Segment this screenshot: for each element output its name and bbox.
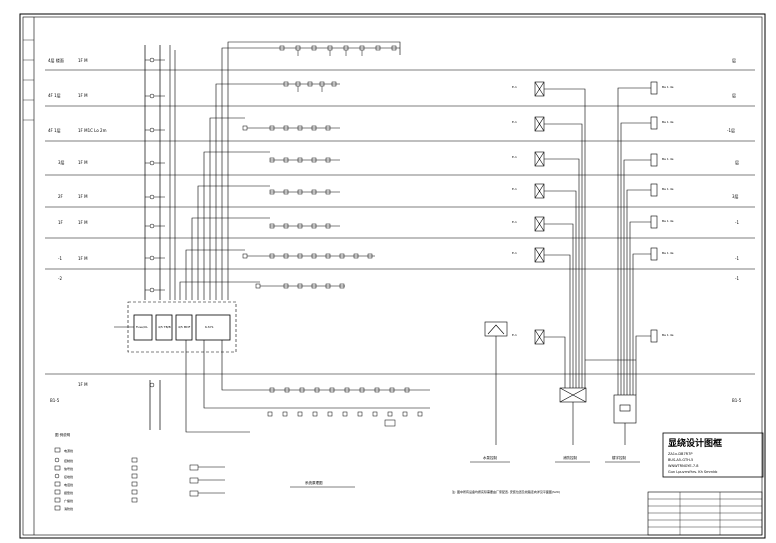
legend-item: 广播线 (64, 498, 73, 503)
svg-text:1F M: 1F M (78, 93, 88, 98)
svg-text:层: 层 (732, 57, 736, 63)
svg-text:-1: -1 (735, 276, 739, 281)
svg-text:Ba 1 de: Ba 1 de (662, 333, 674, 337)
floor-label: 3层 (58, 159, 65, 165)
title-block-title: 显绕设计图框 (668, 437, 722, 449)
antenna-symbol (484, 321, 508, 445)
floor-label: 1F (58, 220, 64, 225)
control-boxes (133, 314, 231, 341)
legend-item: 信号线 (64, 466, 73, 471)
floor-lines (45, 69, 755, 375)
svg-text:Ba 1 de: Ba 1 de (662, 187, 674, 191)
svg-text:E-1: E-1 (512, 85, 517, 89)
floor-label: 4F 1层 (48, 92, 61, 98)
legend-item: 消防线 (64, 506, 73, 511)
floor-labels: 4层 楼面 4F 1层 4F 1层 3层 2F 1F -1 -2 B1-5 (48, 57, 65, 403)
svg-text:1F M: 1F M (78, 194, 88, 199)
svg-text:-1: -1 (735, 220, 739, 225)
control-box (195, 314, 231, 341)
title-block: 显绕设计图框 ZA1x-DB7R7P BUS-A5-GTH-5 WNWTRNGY… (647, 432, 764, 536)
mid-labels: 1F M 1F M 1F M1C Lo 2m 1F M 1F M 1F M 1F… (78, 58, 107, 387)
legend-item: 控制线 (64, 458, 73, 463)
legend-title: 图 例说明 (55, 432, 71, 437)
svg-text:Ba 1 de: Ba 1 de (662, 219, 674, 223)
floor-label: 4层 楼面 (48, 57, 64, 63)
floor-label: -1 (58, 256, 62, 261)
svg-text:Ba 1 de: Ba 1 de (662, 251, 674, 255)
svg-text:1F M: 1F M (78, 220, 88, 225)
cable-bundle (169, 41, 401, 300)
svg-text:E-1: E-1 (512, 187, 517, 191)
svg-text:E-1: E-1 (512, 333, 517, 337)
control-box (175, 314, 193, 341)
mid-devices (534, 81, 587, 445)
svg-text:E-1: E-1 (512, 220, 517, 224)
drawing-frame (19, 13, 766, 539)
center-caption: 系统原理图 (305, 480, 323, 485)
title-block-line: BUS-A5-GTH-5 (668, 458, 693, 462)
svg-text:层: 层 (735, 159, 739, 165)
legend-item: 接地线 (64, 474, 73, 479)
floor-label: B1-5 (50, 398, 60, 403)
floor-labels-right: 层 层 -1层 层 3层 -1 -1 -1 B1-5 (727, 57, 742, 403)
riser-components (145, 57, 165, 388)
legend: 图 例说明 电源线 控制线 信号线 接地线 电话线 报警线 广播线 消防线 (54, 432, 225, 511)
svg-text:1F M: 1F M (78, 382, 88, 387)
svg-text:Ba 1 de: Ba 1 de (662, 157, 674, 161)
svg-text:1F M: 1F M (78, 256, 88, 261)
lower-trunks (114, 326, 430, 433)
box-label: 4/5 MDF (178, 325, 191, 329)
svg-text:1F M: 1F M (78, 160, 88, 165)
floor-label: -2 (58, 276, 62, 281)
legend-item: 报警线 (64, 490, 73, 495)
floor-label: 4F 1层 (48, 127, 61, 133)
riser-bus (144, 45, 161, 430)
bottom-caption: 楼宇控制 (612, 455, 626, 460)
title-block-line: Gun Lpuvrrsfhrs. Kh Smrnkb (668, 470, 718, 474)
svg-text:-1: -1 (735, 256, 739, 261)
title-block-line: WNWTRNGYE-7.8 (668, 464, 698, 468)
svg-text:E-1: E-1 (512, 251, 517, 255)
box-label: Fuse/UL (136, 325, 148, 329)
svg-text:3层: 3层 (732, 193, 739, 199)
svg-text:-1层: -1层 (727, 127, 735, 133)
svg-text:1F M1C Lo 2m: 1F M1C Lo 2m (78, 128, 107, 133)
box-label: K-SYS (205, 325, 213, 329)
svg-text:层: 层 (732, 92, 736, 98)
legend-item: 电话线 (64, 482, 73, 487)
floor-label: 2F (58, 194, 64, 199)
title-block-line: ZA1x-DB7R7P (668, 452, 692, 456)
device-rows (242, 45, 400, 289)
svg-text:B1-5: B1-5 (732, 398, 742, 403)
control-box (155, 314, 173, 341)
right-devices (585, 81, 658, 445)
svg-text:Ba 1 de: Ba 1 de (662, 85, 674, 89)
svg-text:Ba 1 de: Ba 1 de (662, 120, 674, 124)
bottom-caption: 水泵控制 (483, 455, 497, 460)
svg-text:E-1: E-1 (512, 120, 517, 124)
control-box (133, 314, 153, 341)
bottom-caption: 消防控制 (563, 455, 577, 460)
svg-text:E-1: E-1 (512, 155, 517, 159)
box-label: 4/5 TB/B (158, 325, 171, 329)
svg-text:1F M: 1F M (78, 58, 88, 63)
drawing-note: 注: 图中所有设备均按实际需要由厂家配置, 安装位置及线路走向详见平面图(S20… (452, 489, 560, 494)
terminal-box (613, 394, 637, 424)
legend-item: 电源线 (64, 448, 73, 453)
